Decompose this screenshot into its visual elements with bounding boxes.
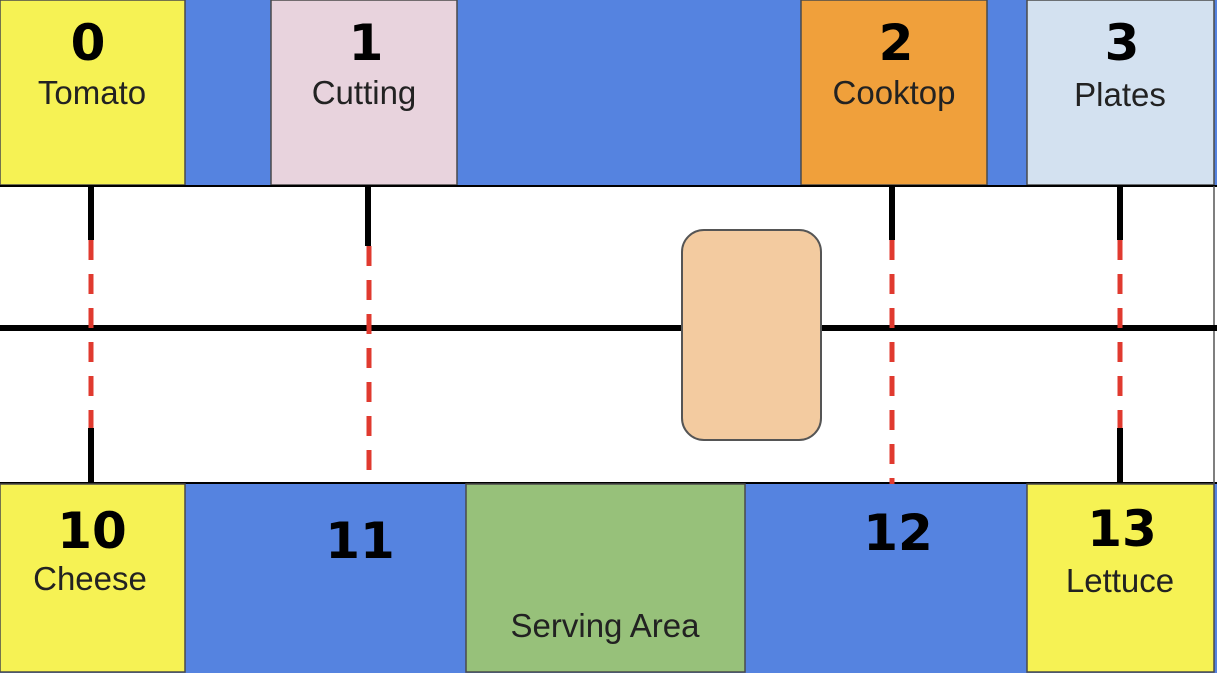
station-cutting-label: Cutting	[312, 74, 417, 111]
station-11: 11	[325, 512, 395, 570]
station-tomato-label: Tomato	[38, 74, 146, 111]
station-lettuce-label: Lettuce	[1066, 562, 1174, 599]
station-cooktop-label: Cooktop	[833, 74, 956, 111]
station-cheese-number: 10	[57, 502, 127, 560]
serving-area: Serving Area	[465, 483, 746, 673]
station-cutting-number: 1	[349, 14, 384, 72]
station-lettuce-tile	[1026, 483, 1215, 673]
station-tomato: 0 Tomato	[0, 0, 186, 186]
station-12: 12	[863, 504, 933, 562]
station-plates: 3 Plates	[1026, 0, 1215, 186]
station-tomato-number: 0	[71, 14, 106, 72]
station-cooktop: 2 Cooktop	[800, 0, 988, 186]
station-cheese: 10 Cheese	[0, 483, 186, 673]
serving-area-label: Serving Area	[511, 607, 701, 644]
station-12-number: 12	[863, 504, 933, 562]
station-tomato-tile	[0, 0, 186, 186]
station-cheese-tile	[0, 483, 186, 673]
station-cutting: 1 Cutting	[270, 0, 458, 186]
robot-body-icon	[681, 229, 822, 441]
station-plates-number: 3	[1105, 14, 1140, 72]
station-plates-tile	[1026, 0, 1215, 186]
station-lettuce: 13 Lettuce	[1026, 483, 1215, 673]
top-counter	[0, 0, 1217, 186]
station-11-number: 11	[325, 512, 395, 570]
station-cheese-label: Cheese	[33, 560, 147, 597]
station-plates-label: Plates	[1074, 76, 1166, 113]
serving-area-tile	[465, 483, 746, 673]
station-lettuce-number: 13	[1087, 500, 1157, 558]
station-cooktop-number: 2	[879, 14, 914, 72]
